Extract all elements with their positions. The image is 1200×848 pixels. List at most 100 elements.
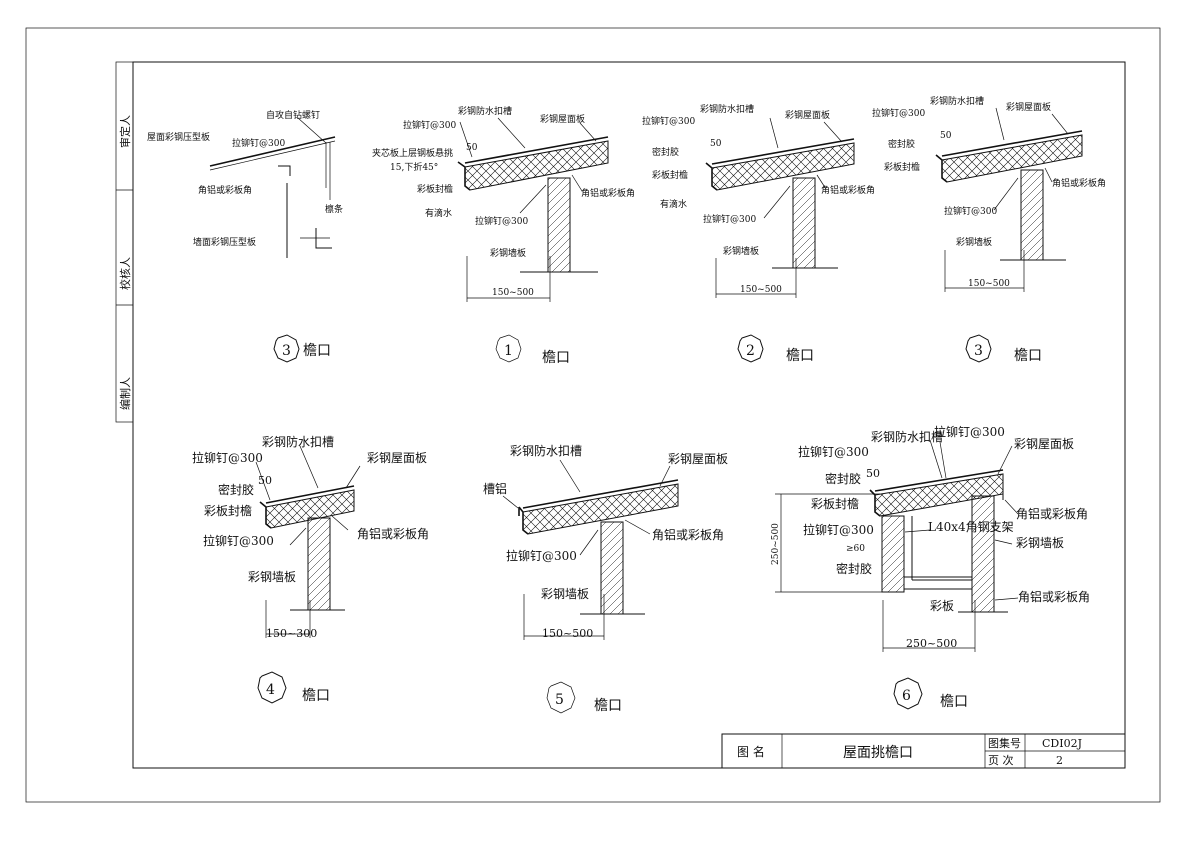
label-6-2: 拉铆钉@300 — [798, 444, 869, 459]
page-label: 页 次 — [988, 753, 1014, 767]
atlas-value: CDI02J — [1042, 737, 1082, 750]
dim-6-vertical: 250~500 — [771, 523, 781, 565]
dim-4: 150~300 — [266, 627, 317, 640]
label-1-0: 彩钢防水扣槽 — [458, 105, 512, 117]
detail-1: 150~500 彩钢防水扣槽 彩钢屋面板 拉铆钉@300 夹芯板上层钢板悬挑 1… — [372, 105, 635, 366]
detail-4-number-badge — [257, 671, 287, 704]
label-1-5: 50 — [466, 143, 478, 153]
detail-3b: 150~500 彩钢防水扣槽 彩钢屋面板 拉铆钉@300 50 密封胶 彩板封檐… — [872, 95, 1106, 364]
label-6-7: 角铝或彩板角 — [1016, 506, 1088, 521]
detail-6-number: 6 — [902, 688, 911, 704]
detail-1-number: 1 — [504, 343, 513, 359]
label-6-14: 角铝或彩板角 — [1018, 589, 1090, 604]
title-block: 图 名 屋面挑檐口 图集号 CDI02J 页 次 2 — [721, 733, 1126, 769]
label-5-1: 彩钢屋面板 — [668, 452, 728, 466]
label-2-7: 有滴水 — [660, 198, 687, 210]
label-2-4: 密封胶 — [652, 146, 679, 158]
detail-5-caption: 檐口 — [594, 698, 622, 714]
detail-3b-number: 3 — [974, 343, 983, 359]
title-name-label: 图 名 — [737, 744, 765, 759]
label-5-0: 彩钢防水扣槽 — [510, 443, 582, 458]
label-3a-3: 角铝或彩板角 — [198, 184, 252, 196]
label-2-0: 彩钢防水扣槽 — [700, 103, 754, 115]
detail-6-caption: 檐口 — [940, 694, 968, 710]
label-3a-4: 檩条 — [325, 203, 343, 215]
label-1-7: 角铝或彩板角 — [581, 187, 635, 199]
label-6-5: 50 — [866, 467, 880, 480]
label-6-8: 拉铆钉@300 — [803, 522, 874, 537]
label-4-6: 拉铆钉@300 — [203, 533, 274, 548]
label-5-2: 槽铝 — [483, 481, 507, 496]
label-2-3: 50 — [710, 139, 722, 149]
dim-1: 150~500 — [492, 288, 534, 298]
label-5-3: 拉铆钉@300 — [506, 548, 577, 563]
label-4-1: 拉铆钉@300 — [192, 450, 263, 465]
label-4-4: 密封胶 — [218, 482, 254, 497]
label-5-4: 角铝或彩板角 — [652, 527, 724, 542]
detail-6-number-badge — [893, 677, 923, 710]
label-1-1: 彩钢屋面板 — [540, 113, 585, 125]
label-6-1: 拉铆钉@300 — [934, 424, 1005, 439]
dim-2: 150~500 — [740, 285, 782, 295]
label-2-8: 拉铆钉@300 — [703, 213, 756, 225]
side-label-drafter: 编制人 — [118, 377, 132, 410]
label-4-8: 彩钢墙板 — [248, 570, 296, 584]
label-6-12: 密封胶 — [836, 561, 872, 576]
label-2-5: 彩板封檐 — [652, 169, 688, 181]
detail-4-caption: 檐口 — [302, 688, 330, 704]
label-3b-6: 角铝或彩板角 — [1052, 177, 1106, 189]
detail-3a-caption: 檐口 — [303, 343, 331, 359]
label-2-1: 彩钢屋面板 — [785, 109, 830, 121]
label-3b-2: 拉铆钉@300 — [872, 107, 925, 119]
detail-3a: 自攻自钻螺钉 屋面彩钢压型板 拉铆钉@300 角铝或彩板角 檩条 墙面彩钢压型板… — [147, 109, 343, 363]
detail-4-number: 4 — [266, 682, 275, 698]
detail-2-number-badge — [737, 334, 764, 363]
label-4-3: 50 — [258, 474, 272, 487]
label-1-10: 彩钢墙板 — [490, 247, 526, 259]
label-6-6: 彩板封檐 — [811, 497, 859, 511]
label-6-10: ≥60 — [846, 544, 865, 554]
label-1-9: 拉铆钉@300 — [475, 215, 528, 227]
label-4-7: 角铝或彩板角 — [357, 526, 429, 541]
label-5-5: 彩钢墙板 — [541, 587, 589, 601]
label-4-5: 彩板封檐 — [204, 504, 252, 518]
dim-5: 150~500 — [542, 627, 593, 640]
detail-1-number-badge — [495, 334, 522, 363]
label-3b-1: 彩钢屋面板 — [1006, 101, 1051, 113]
label-3b-5: 彩板封檐 — [884, 161, 920, 173]
label-6-4: 密封胶 — [825, 471, 861, 486]
label-3b-7: 拉铆钉@300 — [944, 205, 997, 217]
label-4-0: 彩钢防水扣槽 — [262, 434, 334, 449]
side-label-approver: 审定人 — [118, 115, 132, 148]
label-1-2: 拉铆钉@300 — [403, 119, 456, 131]
label-2-2: 拉铆钉@300 — [642, 115, 695, 127]
atlas-label: 图集号 — [988, 736, 1021, 750]
detail-3a-number-badge — [273, 334, 300, 363]
label-6-13: 彩板 — [930, 599, 954, 613]
label-6-3: 彩钢屋面板 — [1014, 437, 1074, 451]
page-value: 2 — [1056, 754, 1063, 767]
detail-3b-number-badge — [965, 334, 992, 363]
detail-6: 250~500 250~500 彩钢防水扣槽 拉铆钉@300 拉铆钉@300 彩… — [771, 424, 1090, 710]
label-4-2: 彩钢屋面板 — [367, 451, 427, 465]
label-3b-4: 密封胶 — [888, 138, 915, 150]
label-1-3: 夹芯板上层钢板悬挑 — [372, 147, 453, 159]
side-label-checker: 校核人 — [118, 257, 132, 290]
signature-column: 审定人 校核人 编制人 — [115, 61, 134, 423]
label-3b-3: 50 — [940, 131, 952, 141]
detail-5-number: 5 — [555, 692, 564, 708]
label-1-4: 15,下折45° — [390, 161, 438, 173]
label-6-9: L40x4角钢支架 — [928, 520, 1014, 534]
detail-2-caption: 檐口 — [786, 348, 814, 364]
label-2-6: 角铝或彩板角 — [821, 184, 875, 196]
detail-2: 150~500 彩钢防水扣槽 彩钢屋面板 拉铆钉@300 50 密封胶 彩板封檐… — [642, 103, 875, 364]
label-1-6: 彩板封檐 — [417, 183, 453, 195]
label-3a-5: 墙面彩钢压型板 — [193, 236, 256, 248]
label-3b-8: 彩钢墙板 — [956, 236, 992, 248]
detail-3b-caption: 檐口 — [1014, 348, 1042, 364]
detail-5-number-badge — [546, 681, 576, 714]
dim-3: 150~500 — [968, 279, 1010, 289]
detail-5: 150~500 彩钢防水扣槽 彩钢屋面板 槽铝 拉铆钉@300 角铝或彩板角 彩… — [483, 443, 728, 714]
drawing-title: 屋面挑檐口 — [843, 745, 913, 761]
